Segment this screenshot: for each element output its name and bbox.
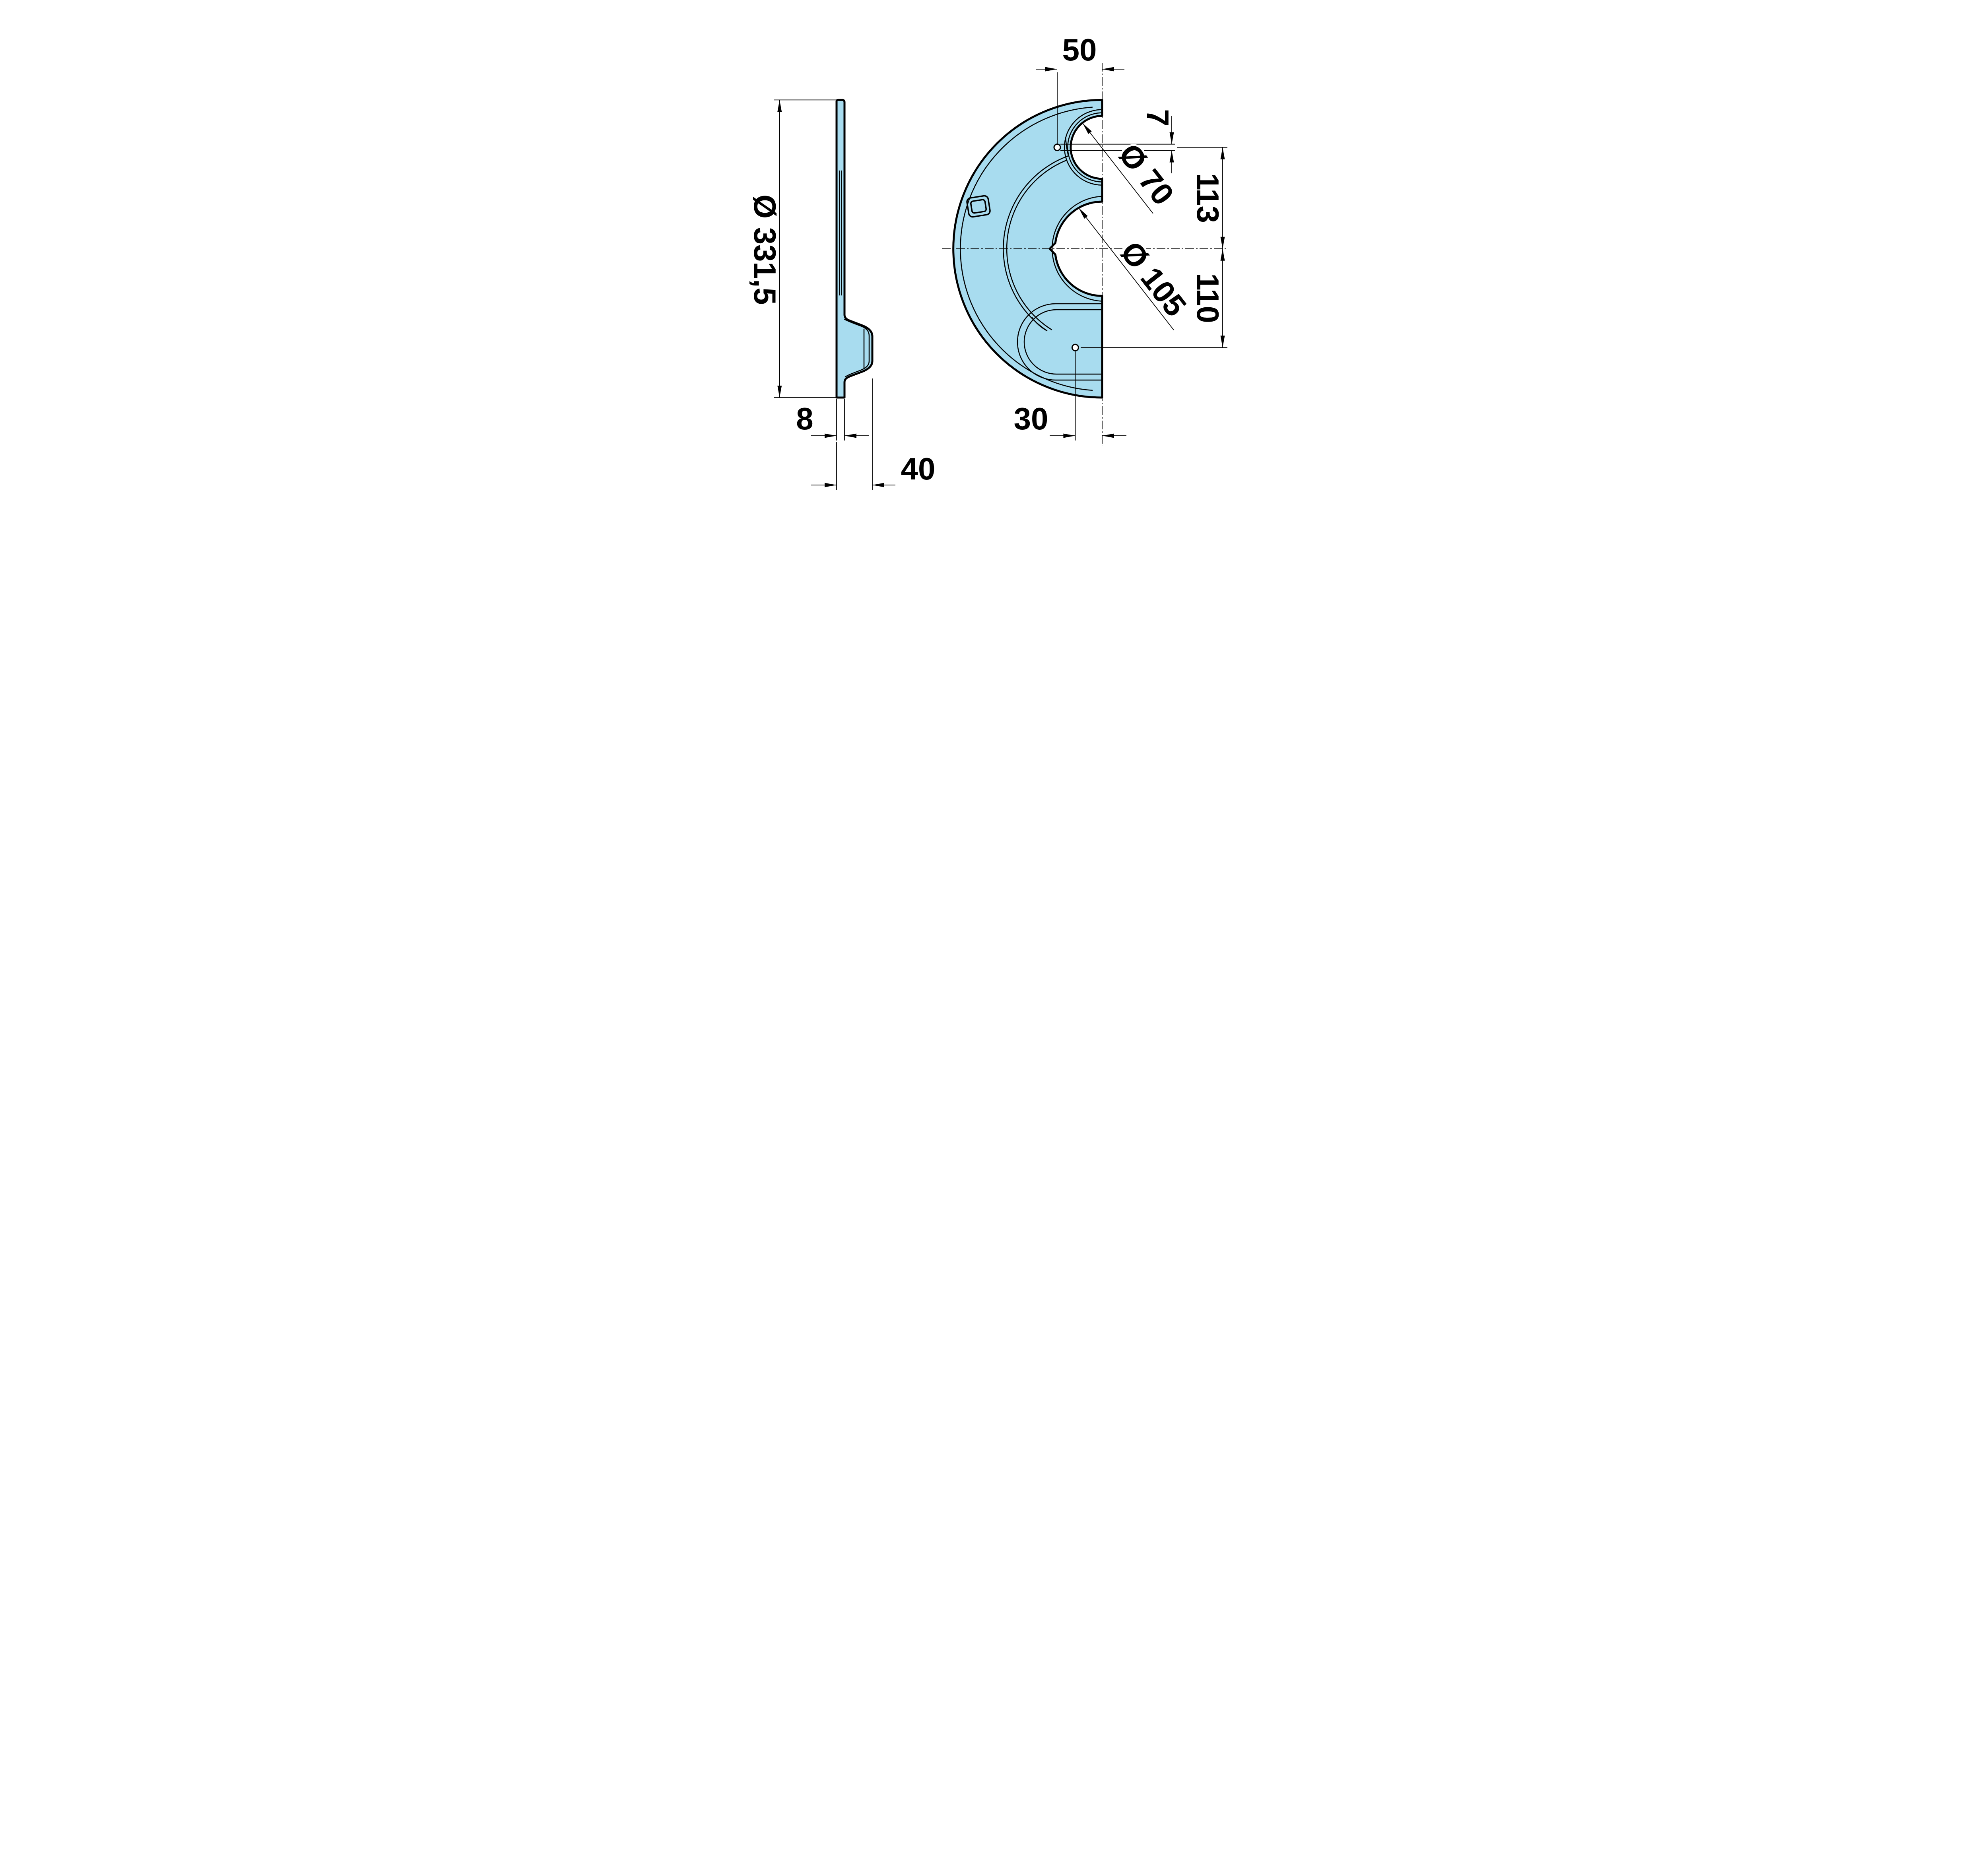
dim-small-hole: 7 — [1060, 107, 1177, 173]
dim-thickness-label: 8 — [796, 401, 813, 436]
dim-depth-arrows — [824, 483, 884, 487]
dim-outer-diameter-label: Ø 331,5 — [747, 194, 782, 305]
mounting-tab — [966, 195, 991, 218]
dim-height-top: 113 — [1177, 147, 1227, 249]
dim-height-top-arrows — [1220, 147, 1225, 249]
dim-hole-offset-top-label: 50 — [1062, 32, 1097, 67]
dim-hole-offset-top-arrows — [1045, 67, 1114, 72]
dim-small-hole-lines — [1060, 116, 1175, 173]
top-hole — [1053, 144, 1061, 151]
dim-height-bottom-arrows — [1220, 248, 1225, 348]
dim-hole-offset-bottom-arrows — [1063, 433, 1114, 438]
front-view-plate — [952, 99, 1103, 399]
dim-thickness: 8 — [794, 399, 869, 440]
dim-notch-center-label: Ø 105 — [1114, 235, 1193, 323]
dim-thickness-lines — [811, 399, 869, 440]
side-view — [835, 99, 873, 399]
top-notch-flange-contour — [1064, 109, 1102, 186]
front-view — [952, 99, 1103, 399]
center-notch-flange-contour — [1051, 196, 1102, 302]
side-view-inner-contours — [839, 170, 870, 378]
dim-height-bottom: 110 — [1080, 248, 1227, 348]
dim-notch-top-arrow — [1082, 123, 1092, 134]
dim-notch-center-arrow — [1078, 208, 1088, 219]
dim-hole-offset-bottom: 30 — [1011, 351, 1126, 440]
side-view-profile — [835, 99, 873, 399]
drawing-sheet: Ø 331,5 8 40 50 7 Ø 70 113 Ø 105 — [681, 0, 1307, 530]
dim-small-hole-label: 7 — [1140, 109, 1175, 126]
dim-height-top-lines — [1177, 147, 1227, 249]
dim-outer-diameter: Ø 331,5 — [746, 99, 845, 398]
dim-height-bottom-lines — [1080, 248, 1227, 348]
dim-depth: 40 — [811, 378, 937, 490]
dim-height-bottom-label: 110 — [1190, 273, 1225, 323]
dim-thickness-arrows — [824, 433, 856, 438]
dim-notch-center-leader — [1078, 208, 1174, 330]
dim-height-top-label: 113 — [1190, 173, 1225, 223]
dim-hole-offset-bottom-label: 30 — [1013, 401, 1048, 436]
mounting-tab-outer — [966, 195, 991, 218]
technical-drawing: Ø 331,5 8 40 50 7 Ø 70 113 Ø 105 — [746, 30, 1227, 490]
dim-depth-label: 40 — [901, 451, 935, 486]
dim-hole-offset-top: 50 — [1035, 30, 1124, 144]
front-view-ring-contours — [1002, 137, 1069, 332]
mounting-tab-inner — [970, 199, 987, 214]
bottom-hole — [1071, 343, 1079, 351]
dim-depth-lines — [811, 378, 895, 490]
dim-outer-diameter-lines — [774, 99, 845, 398]
bottom-pocket-contour — [1017, 303, 1103, 381]
dim-small-hole-arrows — [1169, 132, 1174, 163]
dim-notch-top-leader — [1082, 123, 1153, 214]
